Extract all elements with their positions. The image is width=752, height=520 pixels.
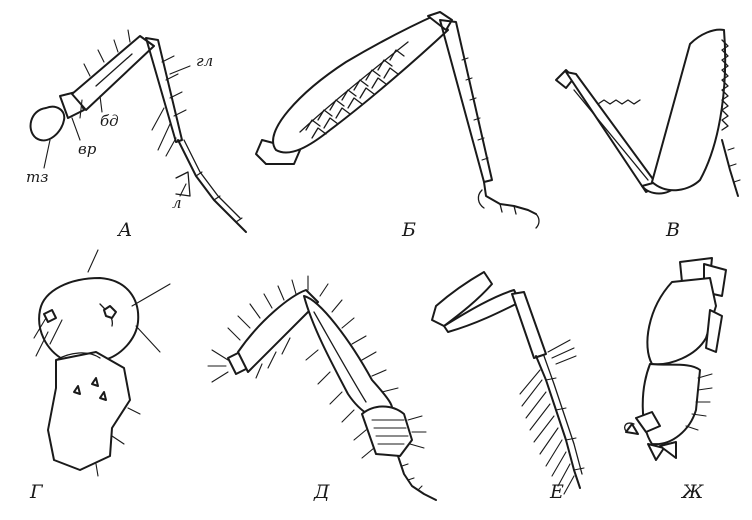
label-tibia: гл	[196, 52, 213, 70]
leg-e-comb	[432, 272, 584, 494]
label-trochanter: вр	[78, 140, 97, 158]
label-tarsus: л	[172, 194, 182, 212]
panel-label-g: Г	[29, 481, 44, 503]
leg-d-swimming	[208, 276, 436, 500]
panel-label-v: В	[665, 219, 680, 241]
leg-g-fossorial	[34, 250, 170, 476]
leg-zh-clasping	[625, 258, 726, 460]
label-femur: бд	[100, 112, 119, 130]
panel-label-zh: Ж	[680, 481, 704, 503]
panel-label-b: Б	[401, 219, 416, 241]
panel-label-d: Д	[313, 481, 330, 503]
panel-label-a: А	[116, 219, 132, 241]
leg-v-raptorial	[556, 30, 740, 196]
panel-label-e: Е	[549, 481, 564, 503]
leg-a-running	[31, 30, 246, 232]
leg-b-jumping	[256, 12, 539, 228]
label-coxa: тз	[26, 168, 48, 186]
